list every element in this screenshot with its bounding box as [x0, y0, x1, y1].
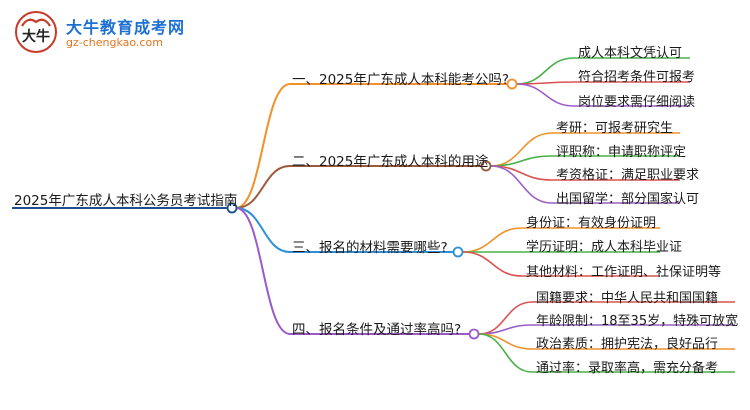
- leaf-3-1: 身份证：有效身份证明: [526, 216, 657, 231]
- branch-4-collapse-toggle[interactable]: [468, 328, 480, 340]
- branch-2-leaf-4-connector: [490, 165, 553, 204]
- branch-1-collapse-toggle[interactable]: [506, 78, 518, 90]
- branch-3-label: 三、报名的材料需要哪些?: [292, 240, 448, 256]
- leaf-2-4: 出国留学：部分国家认可: [556, 192, 700, 207]
- leaf-3-2: 学历证明：成人本科毕业证: [526, 240, 683, 255]
- logo-title: 大牛教育成考网: [66, 18, 186, 37]
- leaf-1-3: 岗位要求需仔细阅读: [578, 95, 696, 110]
- leaf-2-3: 考资格证：满足职业要求: [556, 168, 700, 183]
- branch-1-leaf-3-connector: [516, 83, 575, 107]
- root-to-branch-2-connector: [235, 165, 291, 209]
- leaf-2-2: 评职称：申请职称评定: [556, 145, 687, 160]
- leaf-4-2: 年龄限制：18至35岁，特殊可放宽: [536, 314, 739, 329]
- root-to-branch-1-connector: [235, 83, 291, 209]
- root-collapse-toggle[interactable]: [226, 202, 238, 214]
- logo-url: gz-chengkao.com: [66, 36, 163, 49]
- branch-1-leaf-1-connector: [516, 57, 575, 85]
- branch-4-label: 四、报名条件及通过率高吗?: [292, 322, 462, 338]
- root-to-branch-3-connector: [235, 207, 291, 253]
- root-topic: 2025年广东成人本科公务员考试指南: [14, 193, 238, 209]
- branch-1-label: 一、2025年广东成人本科能考公吗?: [292, 72, 510, 88]
- branch-4-leaf-4-connector: [478, 333, 533, 373]
- leaf-4-4: 通过率：录取率高，需充分备考: [536, 361, 719, 376]
- leaf-1-1: 成人本科文凭认可: [578, 46, 683, 61]
- branch-2-label: 二、2025年广东成人本科的用途: [292, 154, 489, 170]
- branch-3-leaf-1-connector: [462, 227, 523, 253]
- leaf-4-3: 政治素质：拥护宪法，良好品行: [536, 337, 719, 352]
- site-logo[interactable]: 大牛 大牛教育成考网 gz-chengkao.com: [14, 10, 224, 56]
- leaf-1-2: 符合招考条件可报考: [578, 70, 696, 85]
- leaf-3-3: 其他材料：工作证明、社保证明等: [526, 265, 722, 280]
- branch-4-leaf-3-connector: [478, 333, 533, 350]
- leaf-2-1: 考研：可报考研究生: [556, 121, 674, 136]
- branch-3-leaf-3-connector: [462, 251, 523, 277]
- branch-3-collapse-toggle[interactable]: [452, 246, 464, 258]
- branch-2-collapse-toggle[interactable]: [480, 160, 492, 172]
- logo-mark-text: 大牛: [22, 28, 50, 45]
- bull-logo-icon: 大牛: [15, 11, 57, 53]
- root-to-branch-4-connector: [235, 207, 291, 335]
- leaf-4-1: 国籍要求：中华人民共和国国籍: [536, 291, 719, 306]
